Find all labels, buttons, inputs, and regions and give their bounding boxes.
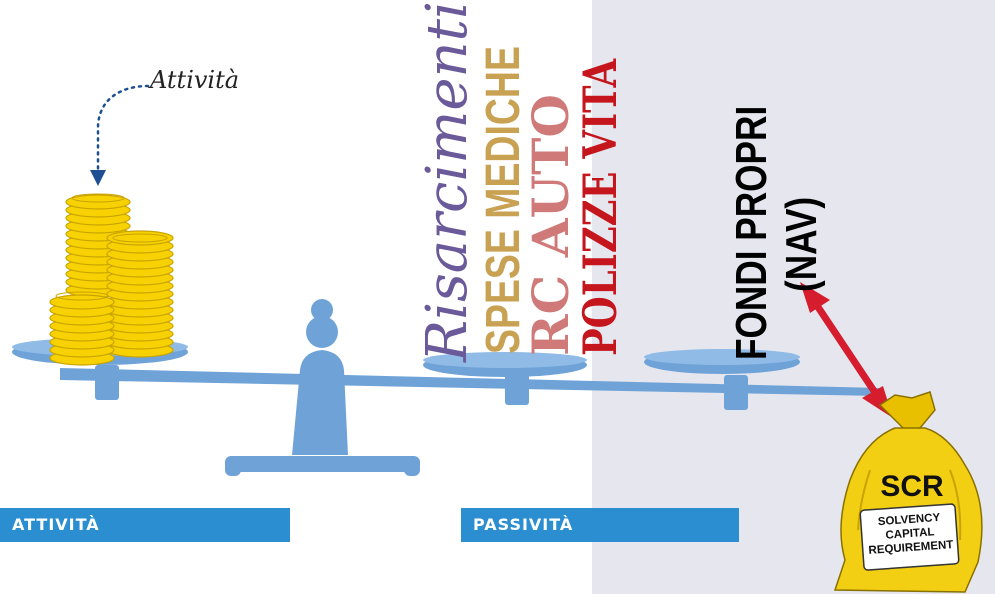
money-bag-icon [833,391,983,593]
coin [49,294,115,310]
coin-top-rim [55,291,109,301]
label-nav: (NAV) [777,196,826,292]
coin-top-rim [71,193,125,203]
scr-title: SCR [880,470,944,503]
scale-beam [60,368,880,396]
label-risarcimenti: Risarcimenti [415,1,480,362]
coin-top-rim [112,233,168,243]
scr-caption: SOLVENCY CAPITAL REQUIREMENT [863,510,958,558]
label-fondi-propri: FONDI PROPRI [727,105,776,360]
band-passivita: PASSIVITÀ [461,508,739,542]
label-polizze-vita: POLIZZE VITA [573,58,627,356]
band-attivita: ATTIVITÀ [0,508,290,542]
dotted-arrow-icon [90,84,150,186]
balance-scale-icon [12,299,880,476]
attivita-annotation: Attività [150,66,240,94]
coin-stack-icon [49,193,174,366]
coin [106,230,174,246]
double-arrow-icon [800,282,893,418]
label-rc-auto: RC AUTO [521,94,580,356]
